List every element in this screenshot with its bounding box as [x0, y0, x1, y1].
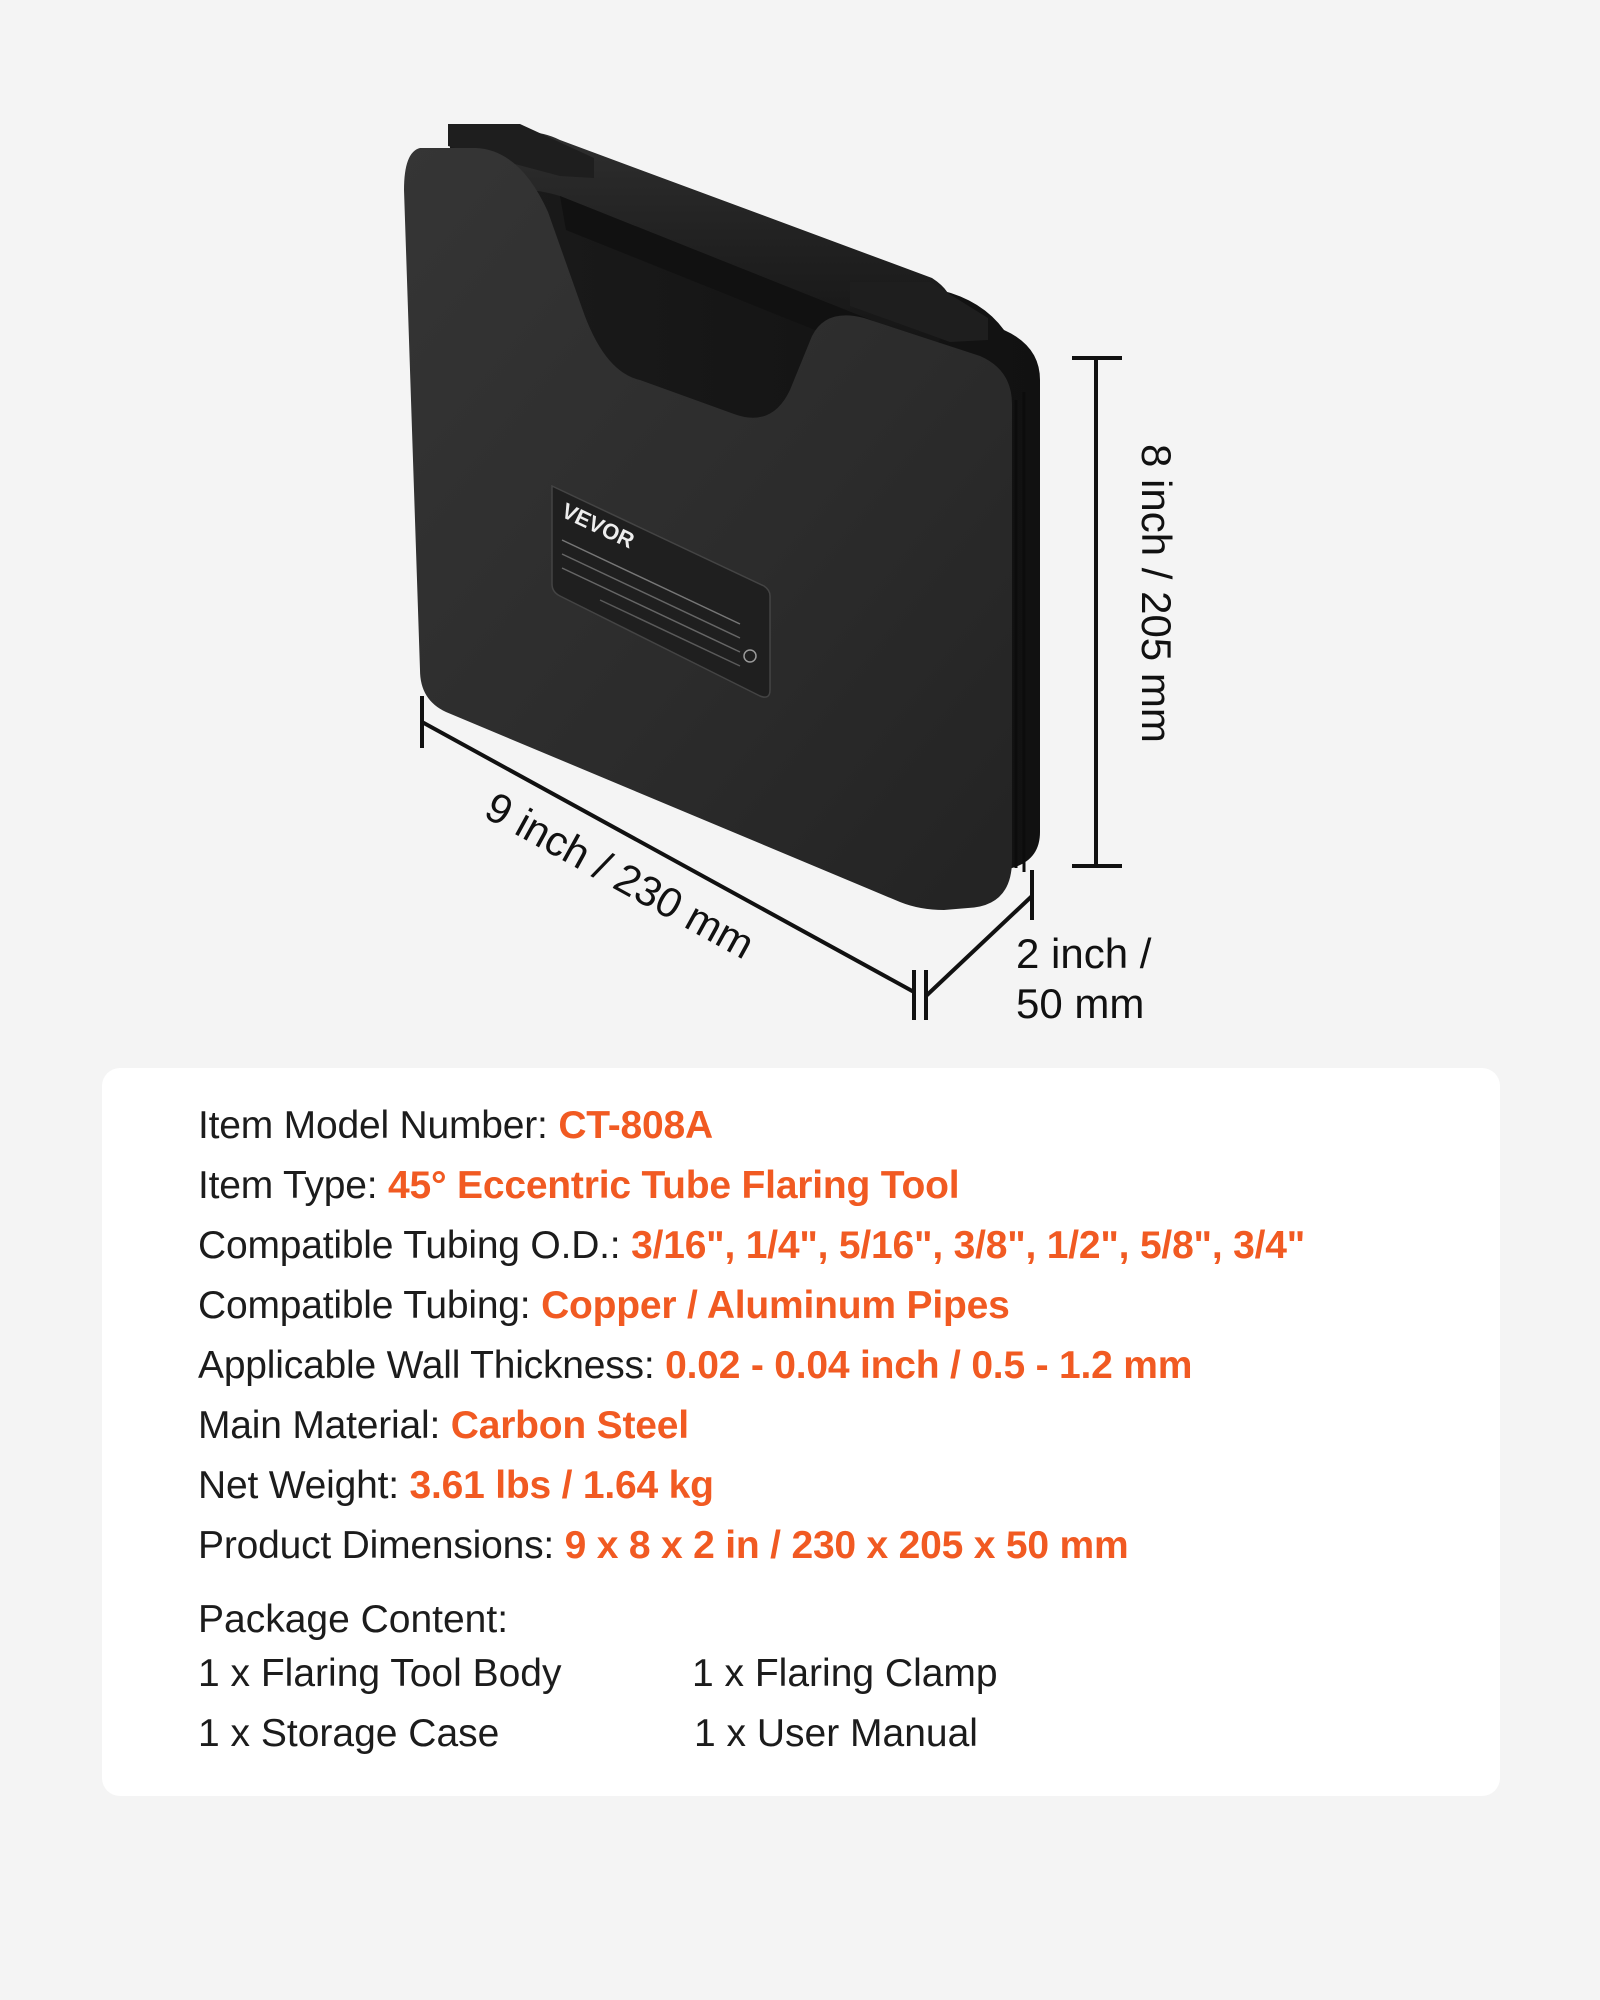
case-handle: [470, 132, 953, 346]
spec-value: 9 x 8 x 2 in / 230 x 205 x 50 mm: [564, 1524, 1129, 1567]
spec-model-number: Item Model Number: CT-808A: [198, 1096, 1458, 1156]
spec-value: 3/16", 1/4", 5/16", 3/8", 1/2", 5/8", 3/…: [631, 1224, 1306, 1267]
case-latch-right: [850, 282, 988, 342]
height-label: 8 inch / 205 mm: [1133, 444, 1180, 743]
case-seam-line: [1014, 392, 1026, 872]
spec-value: Carbon Steel: [450, 1404, 689, 1447]
spec-label: Product Dimensions:: [198, 1524, 565, 1567]
spec-main-material: Main Material: Carbon Steel: [198, 1396, 1458, 1456]
spec-net-weight: Net Weight: 3.61 lbs / 1.64 kg: [198, 1456, 1458, 1516]
storage-case: VEVOR: [404, 124, 1040, 910]
package-item: 1 x Storage Case: [198, 1712, 500, 1755]
spec-label: Net Weight:: [198, 1464, 410, 1507]
spec-value: Copper / Aluminum Pipes: [541, 1284, 1010, 1327]
spec-wall-thickness: Applicable Wall Thickness: 0.02 - 0.04 i…: [198, 1336, 1458, 1396]
ce-mark-icon: [743, 649, 757, 663]
spec-label: Item Model Number:: [198, 1104, 559, 1147]
case-latch-left: [448, 124, 594, 178]
depth-label-line2: 50 mm: [1016, 980, 1144, 1027]
depth-label-line1: 2 inch /: [1016, 930, 1152, 977]
spec-tubing-od: Compatible Tubing O.D.: 3/16", 1/4", 5/1…: [198, 1216, 1458, 1276]
spec-label: Compatible Tubing:: [198, 1284, 542, 1327]
spec-list: Item Model Number: CT-808A Item Type: 45…: [198, 1096, 1458, 1576]
product-figure: VEVOR 8 inch / 205 mm 9 inch / 230 mm 2 …: [404, 124, 1180, 1027]
spec-value: 3.61 lbs / 1.64 kg: [409, 1464, 714, 1507]
package-item: 1 x User Manual: [694, 1712, 978, 1755]
package-content-title: Package Content:: [198, 1598, 509, 1641]
spec-value: 45° Eccentric Tube Flaring Tool: [388, 1164, 960, 1207]
spec-item-type: Item Type: 45° Eccentric Tube Flaring To…: [198, 1156, 1458, 1216]
spec-label: Applicable Wall Thickness:: [198, 1344, 666, 1387]
spec-value: 0.02 - 0.04 inch / 0.5 - 1.2 mm: [665, 1344, 1193, 1387]
depth-dimension: 2 inch / 50 mm: [924, 870, 1152, 1027]
case-front-face: [404, 148, 1012, 910]
spec-label: Item Type:: [198, 1164, 389, 1207]
specifications-card: Item Model Number: CT-808A Item Type: 45…: [102, 1068, 1500, 1796]
spec-value: CT-808A: [558, 1104, 713, 1147]
package-item: 1 x Flaring Tool Body: [198, 1652, 562, 1695]
spec-compatible-tubing: Compatible Tubing: Copper / Aluminum Pip…: [198, 1276, 1458, 1336]
spec-label: Main Material:: [198, 1404, 451, 1447]
spec-label: Compatible Tubing O.D.:: [198, 1224, 632, 1267]
spec-product-dimensions: Product Dimensions: 9 x 8 x 2 in / 230 x…: [198, 1516, 1458, 1576]
height-dimension: 8 inch / 205 mm: [1072, 356, 1180, 868]
package-item: 1 x Flaring Clamp: [692, 1652, 998, 1695]
